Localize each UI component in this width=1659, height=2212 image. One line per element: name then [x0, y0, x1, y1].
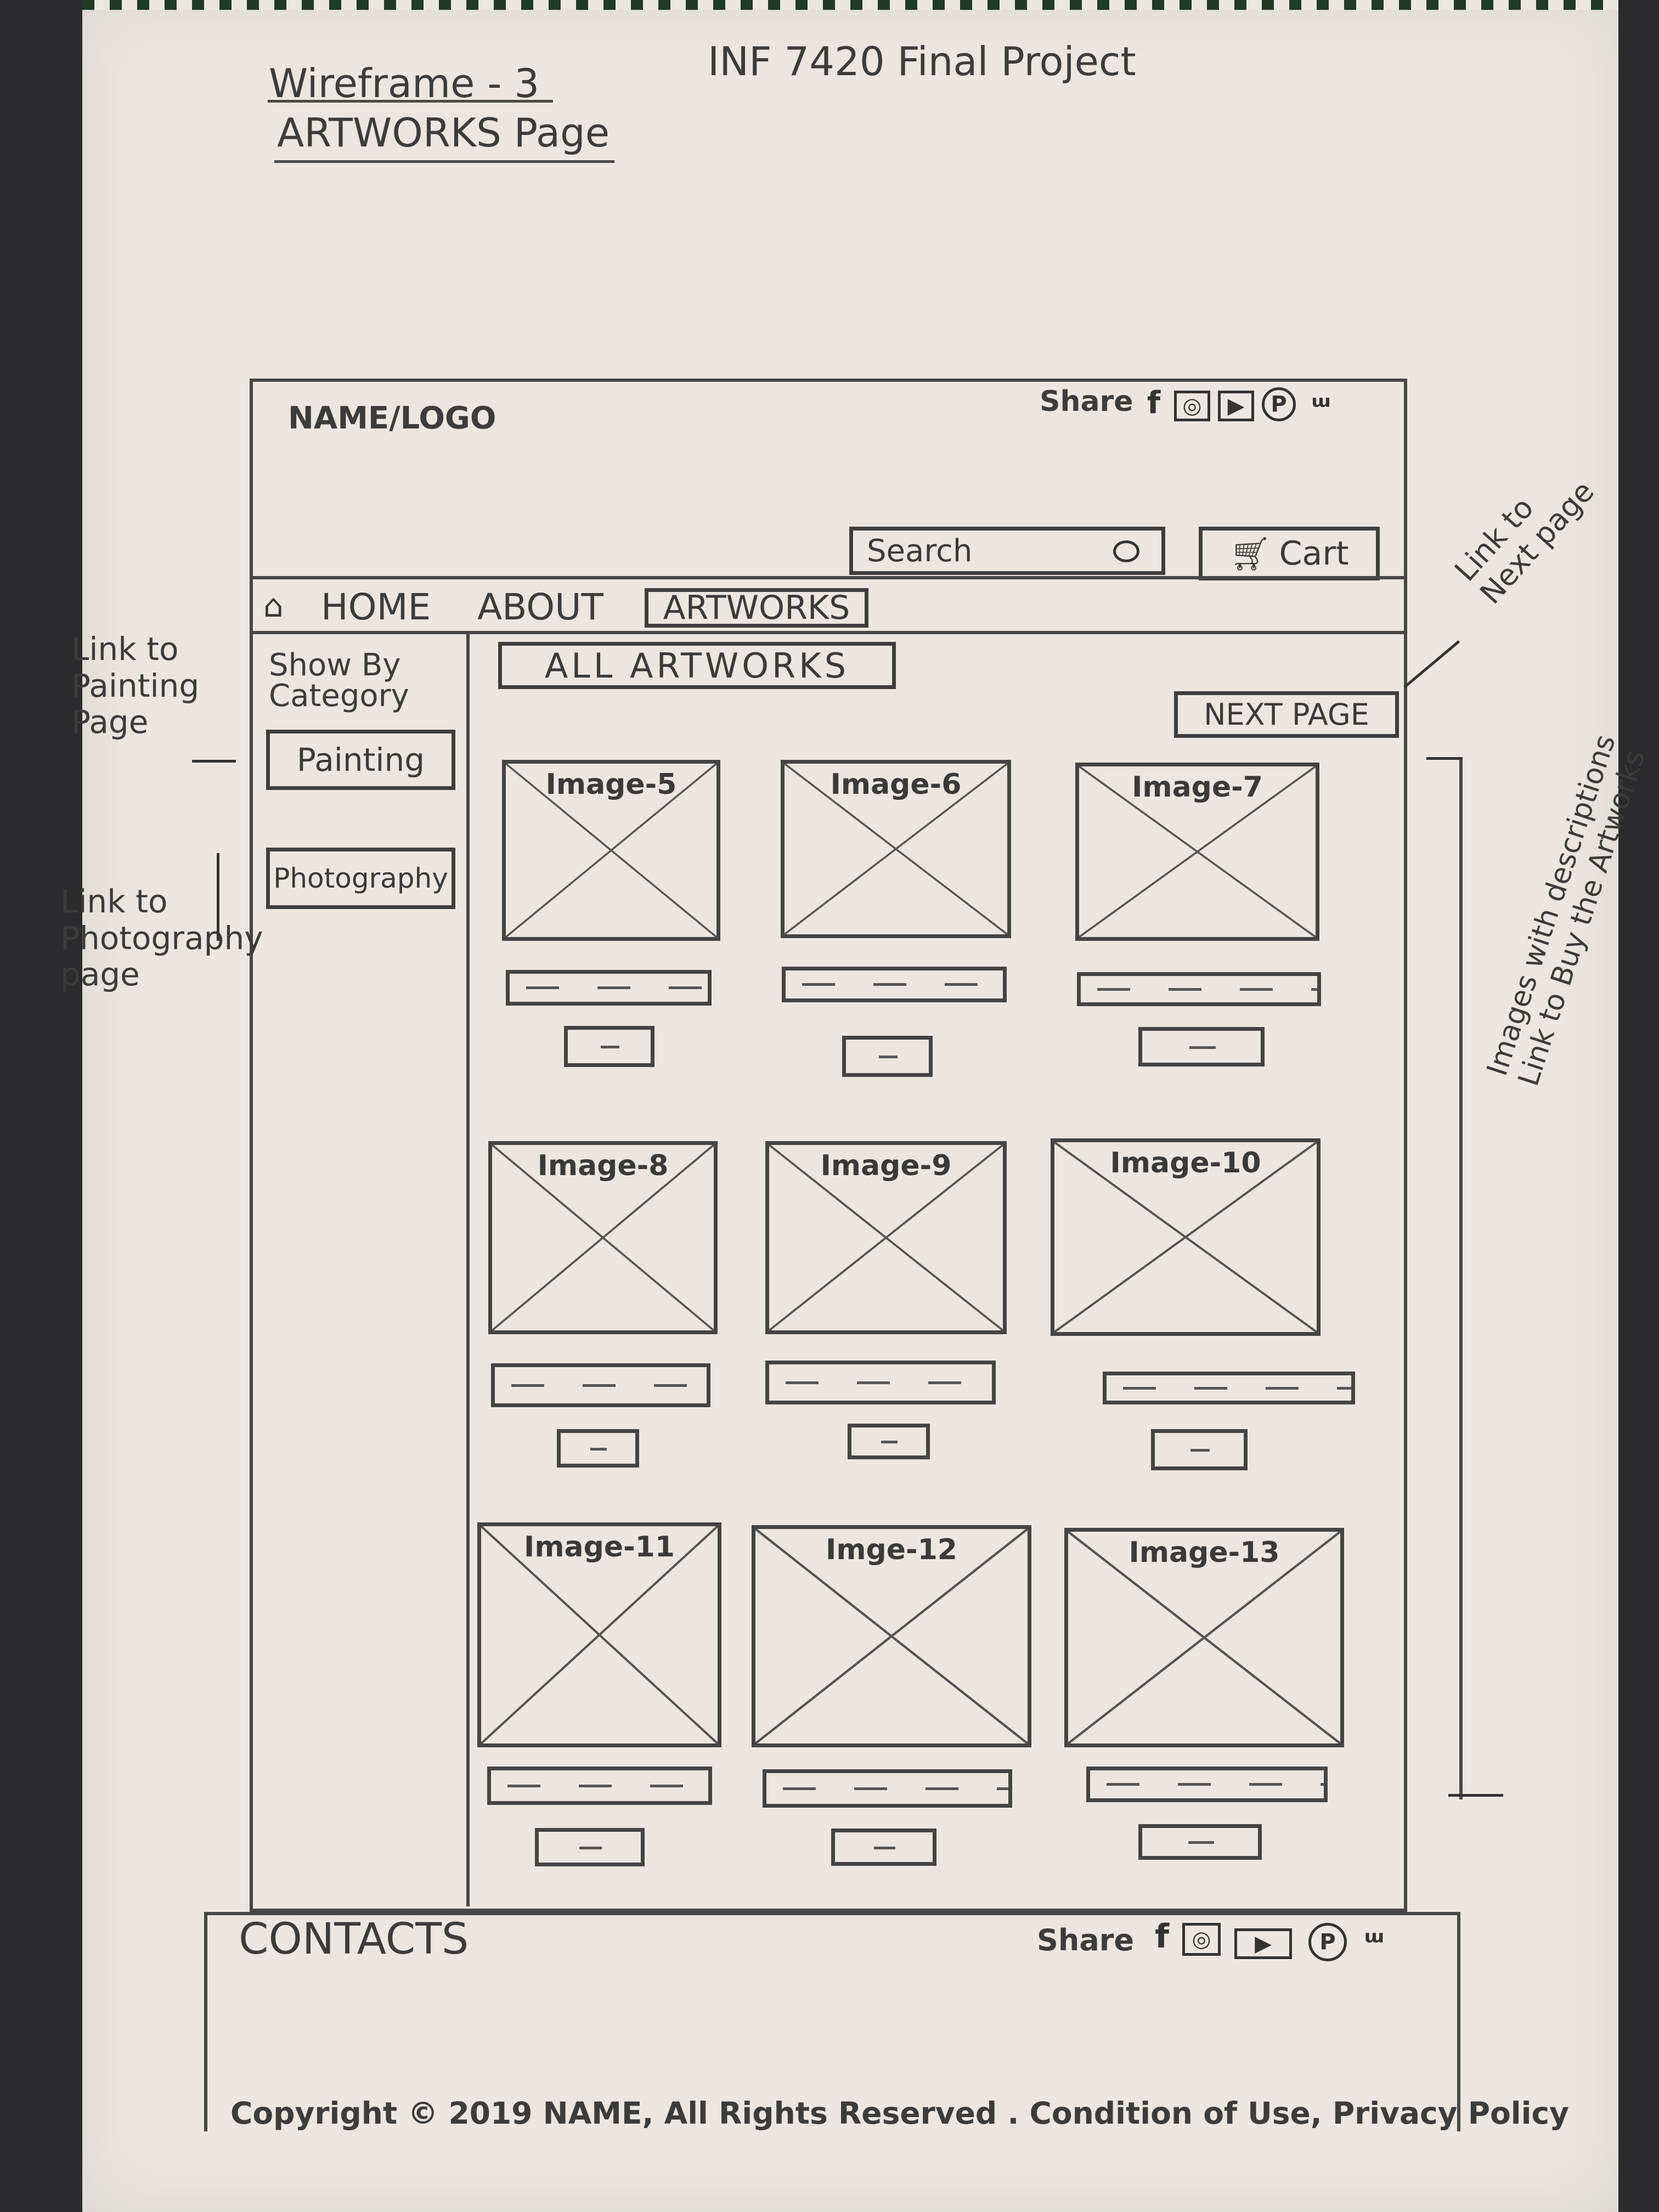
image-label: Image-8 — [537, 1149, 669, 1182]
nav-home[interactable]: HOME — [321, 586, 431, 628]
instagram-icon[interactable]: ◎ — [1182, 1923, 1221, 1956]
image-label: Image-10 — [1110, 1147, 1261, 1180]
wireframe-frame — [250, 379, 1407, 1912]
sidebar-item-painting[interactable]: Painting — [266, 730, 455, 790]
footer-contacts[interactable]: CONTACTS — [239, 1915, 469, 1964]
footer-copyright: Copyright © 2019 NAME, All Rights Reserv… — [230, 2096, 1569, 2131]
placeholder-cross — [1054, 1142, 1317, 1332]
sidebar-heading: Show By Category — [269, 647, 409, 714]
page-label: ARTWORKS Page — [277, 110, 610, 156]
placeholder-cross — [1068, 1532, 1340, 1743]
artwork-description — [1103, 1372, 1355, 1404]
artwork-description — [487, 1767, 712, 1805]
search-placeholder: Search — [867, 533, 973, 569]
artwork-image[interactable]: Image-7 — [1075, 763, 1319, 941]
youtube-icon[interactable]: ▶ — [1218, 391, 1254, 421]
placeholder-cross — [506, 764, 716, 937]
search-input[interactable]: Search — [849, 527, 1165, 575]
artwork-image[interactable]: Image-8 — [488, 1141, 718, 1334]
nav-top-border — [250, 576, 1407, 579]
annotation-photography-link: Link to Photography page — [60, 883, 263, 994]
sidebar-divider — [466, 634, 470, 1906]
image-label: Image-6 — [830, 768, 962, 801]
facebook-icon[interactable]: f — [1154, 1917, 1170, 1956]
pinterest-icon[interactable]: P — [1308, 1923, 1347, 1961]
placeholder-cross — [785, 764, 1007, 934]
buy-button[interactable] — [1138, 1027, 1265, 1066]
artwork-image[interactable]: Image-5 — [502, 760, 720, 941]
artwork-description — [1086, 1767, 1328, 1802]
placeholder-cross — [755, 1529, 1028, 1743]
facebook-icon[interactable]: f — [1147, 385, 1161, 421]
share-label: Share — [1040, 385, 1133, 418]
buy-button[interactable] — [1138, 1824, 1262, 1860]
buy-button[interactable] — [564, 1026, 654, 1067]
twitter-icon[interactable]: ᵚ — [1364, 1924, 1385, 1960]
buy-button[interactable] — [842, 1036, 933, 1077]
underline — [274, 160, 614, 163]
wireframe-label: Wireframe - 3 — [269, 60, 539, 106]
next-page-button[interactable]: NEXT PAGE — [1174, 691, 1399, 738]
nav-artworks[interactable]: ARTWORKS — [645, 588, 868, 628]
placeholder-cross — [481, 1526, 718, 1743]
artwork-image[interactable]: Image-13 — [1064, 1528, 1344, 1747]
artwork-description — [506, 970, 712, 1006]
image-label: Image-11 — [523, 1531, 675, 1564]
artwork-description — [491, 1363, 710, 1407]
youtube-icon[interactable]: ▶ — [1234, 1928, 1292, 1959]
artwork-description — [763, 1769, 1012, 1808]
artwork-image[interactable]: Image-6 — [781, 760, 1011, 938]
arrow — [217, 853, 219, 941]
footer-share-label: Share — [1037, 1923, 1135, 1957]
annotation-painting-link: Link to Painting Page — [71, 630, 200, 741]
artwork-image[interactable]: Image-11 — [477, 1522, 721, 1747]
notebook-spiral — [82, 0, 1618, 10]
buy-button[interactable] — [848, 1424, 930, 1459]
placeholder-cross — [769, 1145, 1003, 1330]
project-title: INF 7420 Final Project — [708, 38, 1136, 84]
nav-bottom-border — [250, 631, 1407, 634]
arrow — [1448, 1794, 1503, 1797]
artwork-image[interactable]: Imge-12 — [752, 1525, 1031, 1747]
image-label: Image-13 — [1128, 1536, 1280, 1569]
nav-about[interactable]: ABOUT — [477, 586, 603, 628]
cart-icon: 🛒︎ — [1229, 534, 1272, 573]
image-label: Image-5 — [545, 768, 677, 801]
arrow — [192, 760, 236, 763]
cart-label: Cart — [1279, 534, 1349, 573]
artwork-description — [1077, 972, 1321, 1006]
image-label: Image-7 — [1132, 771, 1263, 804]
home-icon: ⌂ — [263, 587, 284, 624]
cart-button[interactable]: 🛒︎ Cart — [1199, 527, 1380, 580]
image-label: Image-9 — [820, 1149, 952, 1182]
artwork-description — [765, 1361, 996, 1404]
artwork-image[interactable]: Image-10 — [1051, 1138, 1321, 1336]
artwork-description — [782, 967, 1007, 1002]
buy-button[interactable] — [1151, 1429, 1248, 1470]
sidebar-item-photography[interactable]: Photography — [266, 848, 455, 909]
bracket-line — [1459, 757, 1463, 1799]
search-icon[interactable] — [1113, 540, 1139, 562]
twitter-icon[interactable]: ᵚ — [1311, 388, 1331, 424]
placeholder-cross — [492, 1145, 714, 1330]
buy-button[interactable] — [557, 1429, 639, 1468]
logo[interactable]: NAME/LOGO — [288, 400, 496, 436]
footer-left-border — [204, 1912, 207, 2131]
instagram-icon[interactable]: ◎ — [1174, 391, 1210, 421]
placeholder-cross — [1079, 766, 1316, 937]
image-label: Imge-12 — [826, 1533, 957, 1566]
footer-right-border — [1457, 1912, 1460, 2131]
artwork-image[interactable]: Image-9 — [765, 1141, 1007, 1334]
buy-button[interactable] — [831, 1829, 936, 1866]
page-title: ALL ARTWORKS — [498, 642, 896, 689]
footer-top-border — [204, 1912, 1460, 1915]
arrow — [1426, 757, 1462, 760]
buy-button[interactable] — [535, 1828, 645, 1866]
underline — [268, 100, 553, 103]
pinterest-icon[interactable]: P — [1262, 387, 1296, 421]
paper-sheet — [82, 0, 1618, 2212]
